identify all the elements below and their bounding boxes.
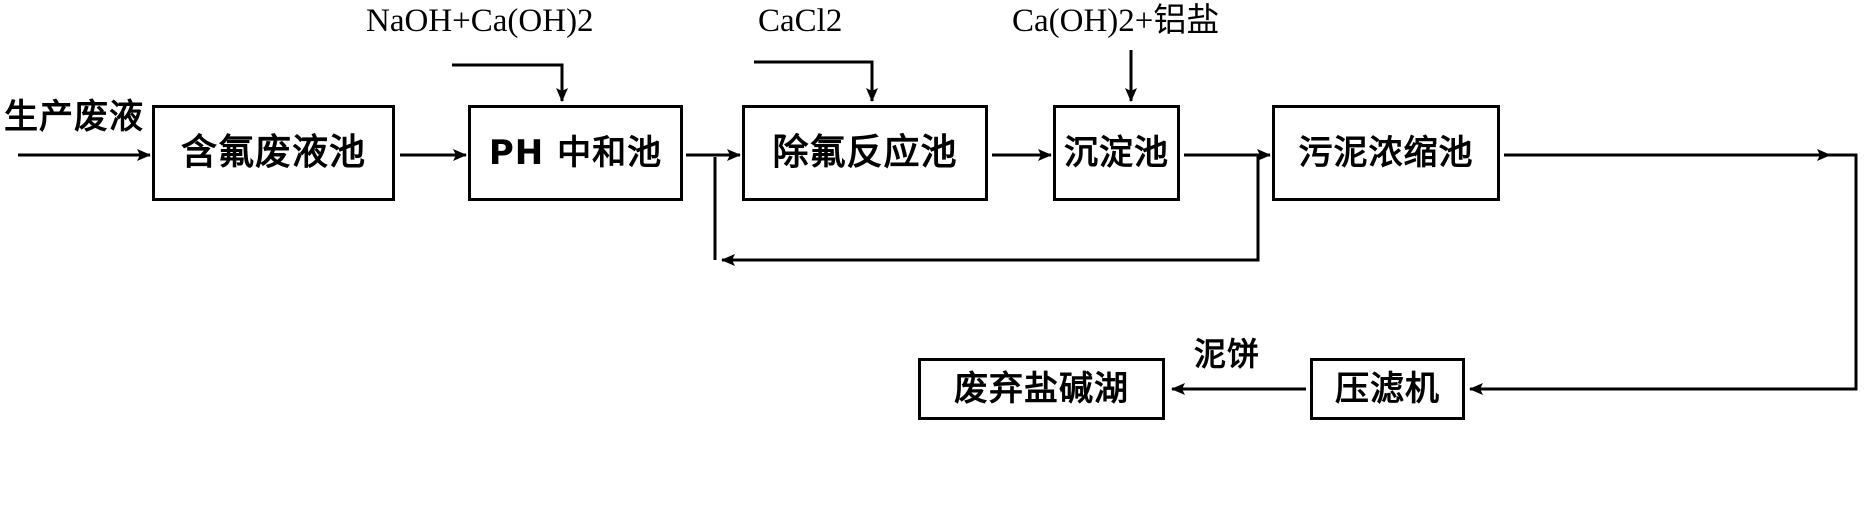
node-label-sedimentation-tank: 沉淀池 [1064,133,1169,173]
node-fluoride-wastewater-tank[interactable]: 含氟废液池 [152,105,395,201]
node-label-ph-neutralization-tank: PH 中和池 [488,133,663,173]
node-label-abandoned-saline-lake: 废弃盐碱湖 [954,369,1129,409]
node-filter-press[interactable]: 压滤机 [1310,358,1465,420]
label-production-waste-liquid: 生产废液 [4,97,144,137]
node-ph-neutralization-tank[interactable]: PH 中和池 [468,105,683,201]
node-sedimentation-tank[interactable]: 沉淀池 [1053,105,1180,201]
node-sludge-thickening-tank[interactable]: 污泥浓缩池 [1272,105,1500,201]
node-label-defluorination-reaction-tank: 除氟反应池 [772,132,958,173]
node-abandoned-saline-lake[interactable]: 废弃盐碱湖 [918,358,1165,420]
connector-sedimentation-recycle-to-defluorination-inlet [721,156,1260,266]
label-mud-cake: 泥饼 [1194,335,1261,373]
node-label-sludge-thickening-tank: 污泥浓缩池 [1298,133,1474,173]
connector-naoh-feed-to-ph-tank [452,63,568,102]
node-defluorination-reaction-tank[interactable]: 除氟反应池 [742,105,988,201]
label-reagent-naoh-caoh2: NaOH+Ca(OH)2 [366,3,594,39]
label-reagent-caoh2-aluminum-salt: Ca(OH)2+铝盐 [1012,3,1220,39]
connector-sludge-tank-to-filter-press [1469,153,1858,395]
node-label-filter-press: 压滤机 [1335,369,1440,409]
node-label-fluoride-wastewater-tank: 含氟废液池 [180,132,366,173]
connector-cacl2-feed-to-defluorination-tank [754,60,878,102]
label-reagent-cacl2: CaCl2 [758,3,843,39]
